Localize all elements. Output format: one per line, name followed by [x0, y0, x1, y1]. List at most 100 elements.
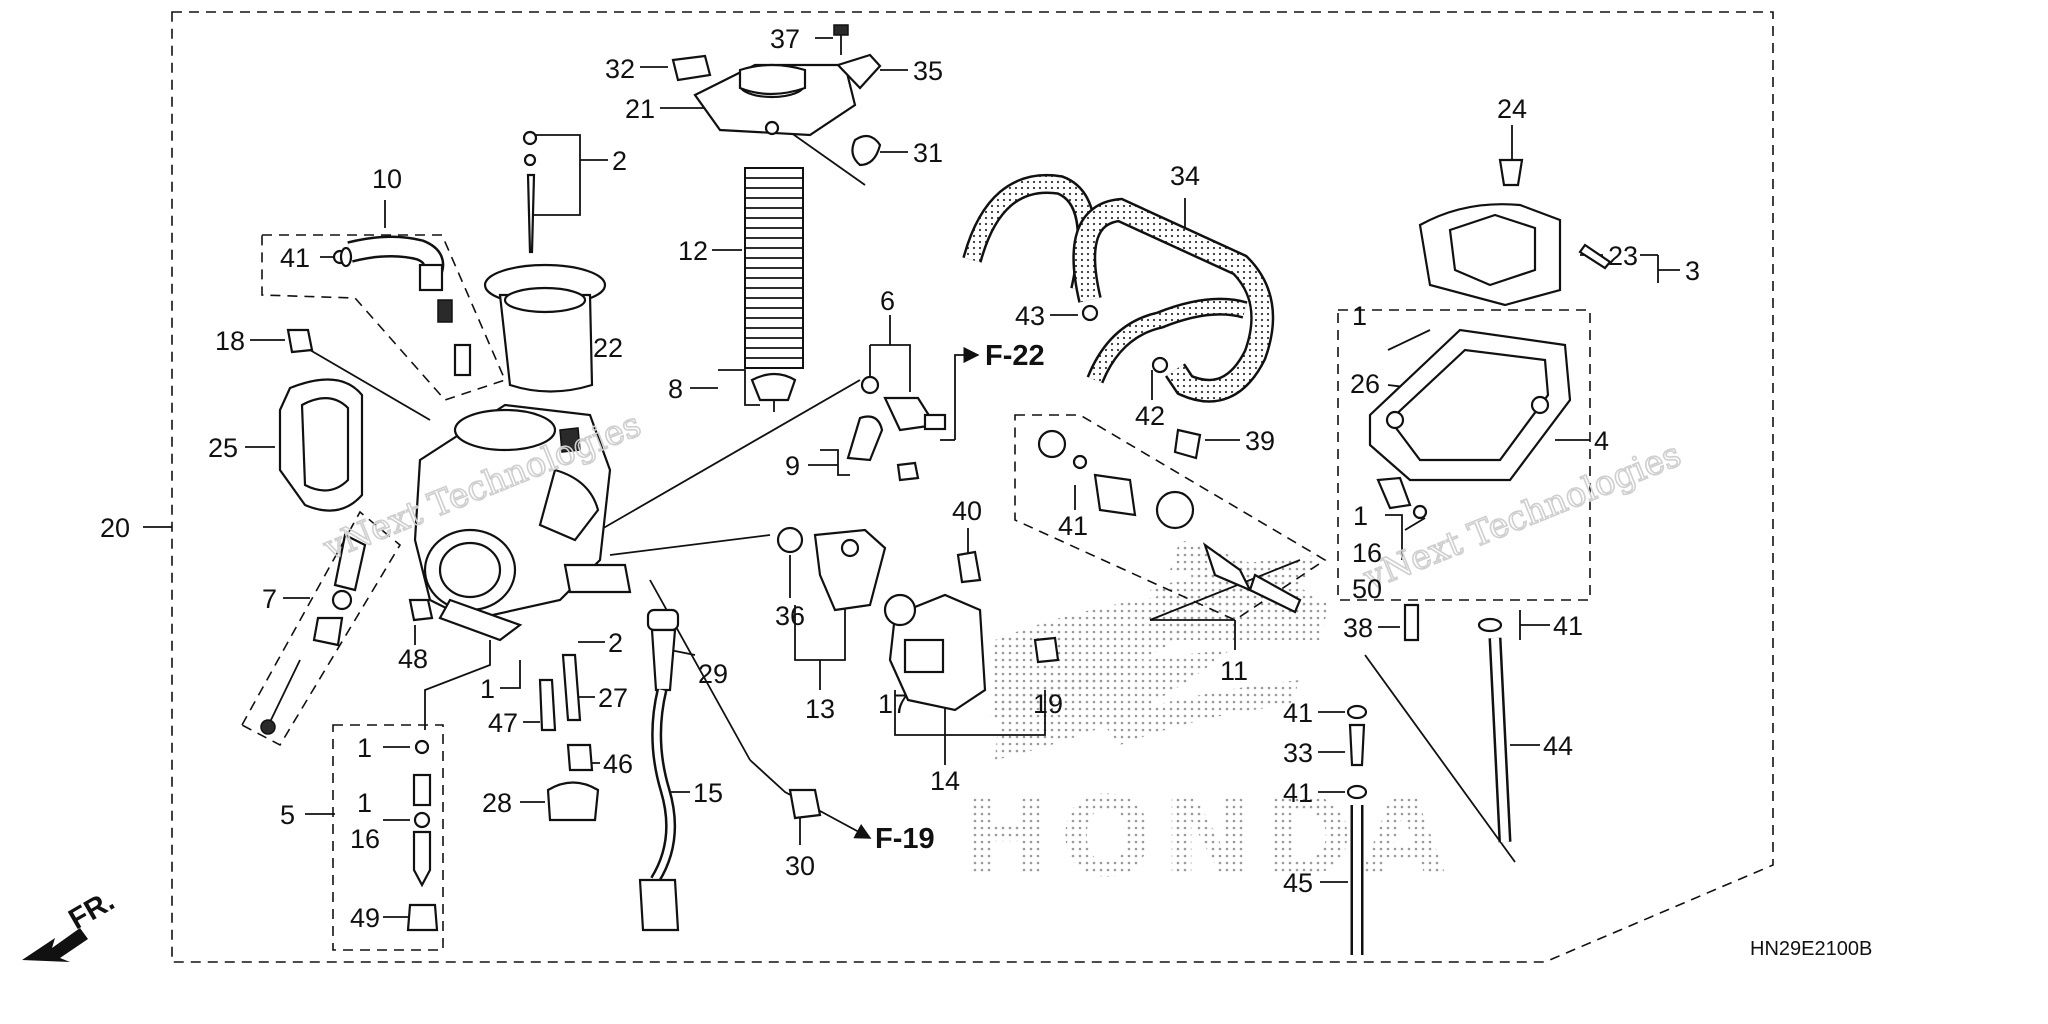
callout-10: 10	[372, 164, 402, 194]
callout-47: 47	[488, 708, 518, 738]
callout-42: 42	[1135, 401, 1165, 431]
callout-24: 24	[1497, 94, 1527, 124]
callout-43: 43	[1015, 301, 1045, 331]
sensor-14	[883, 593, 987, 712]
callout-1-d: 1	[357, 733, 372, 763]
callout-27: 27	[598, 683, 628, 713]
callout-41-e: 41	[1283, 778, 1313, 808]
float-parts-11	[1037, 429, 1302, 614]
fitting-30	[788, 788, 822, 820]
valve-6	[860, 375, 947, 432]
jet-needle-2	[522, 130, 538, 254]
callout-30: 30	[785, 851, 815, 881]
screw-38	[1403, 603, 1420, 642]
callout-19: 19	[1033, 689, 1063, 719]
callout-25: 25	[208, 433, 238, 463]
callout-9: 9	[785, 451, 800, 481]
callout-41-b: 41	[1058, 511, 1088, 541]
ref-f19: F-19	[875, 823, 935, 855]
clip-41-e	[1346, 784, 1368, 800]
dashed-groups	[240, 234, 1591, 951]
callouts: 37 32 35 21 31 2 10 41 12 22 18 8 6 25 9…	[100, 24, 1872, 960]
screw-18	[286, 328, 314, 354]
drain-screw-16	[1376, 476, 1412, 510]
callout-21: 21	[625, 94, 655, 124]
callout-8: 8	[668, 374, 683, 404]
callout-15: 15	[693, 778, 723, 808]
callout-20: 20	[100, 513, 130, 543]
clamp-42	[1151, 356, 1169, 374]
callout-26: 26	[1350, 369, 1380, 399]
front-arrow-icon	[22, 928, 88, 962]
callout-5: 5	[280, 800, 295, 830]
diaphragm-22	[483, 263, 607, 393]
joint-33	[1348, 723, 1366, 767]
float-3	[1418, 158, 1612, 307]
clip-9	[846, 415, 884, 462]
pilot-screw-7	[260, 533, 367, 735]
callout-46: 46	[603, 749, 633, 779]
vent-tube-34	[962, 173, 1275, 403]
callout-16-a: 16	[1352, 538, 1382, 568]
jet-27	[561, 653, 582, 722]
callout-22: 22	[593, 333, 623, 363]
pilot-jet-assembly-5	[406, 739, 439, 932]
float-bowl-26	[1368, 328, 1572, 482]
screw-19	[1033, 636, 1060, 664]
callout-1-e: 1	[357, 788, 372, 818]
needle-holder-8	[750, 372, 797, 402]
callout-31: 31	[913, 138, 943, 168]
callout-41-d: 41	[1283, 698, 1313, 728]
clamp-43	[1081, 304, 1099, 322]
cover-25	[278, 378, 364, 512]
throttle-part-13	[776, 526, 887, 612]
callout-48: 48	[398, 644, 428, 674]
clip-41-c	[1477, 617, 1503, 633]
callout-2-b: 2	[608, 628, 623, 658]
o-ring-50	[1412, 504, 1428, 520]
jet-46	[566, 743, 594, 772]
callout-29: 29	[698, 659, 728, 689]
carburetor-body	[413, 403, 632, 642]
screw-37	[833, 24, 849, 55]
diagram-code: HN29E2100B	[1750, 938, 1872, 960]
callout-12: 12	[678, 236, 708, 266]
hose-10	[332, 235, 472, 377]
callout-7: 7	[262, 584, 277, 614]
bracket-35	[835, 53, 882, 90]
callout-1-b: 1	[1353, 501, 1368, 531]
top-cover-part	[693, 63, 857, 137]
callout-35: 35	[913, 56, 943, 86]
callout-44: 44	[1543, 731, 1573, 761]
callout-49: 49	[350, 903, 380, 933]
callout-1-c: 1	[480, 674, 495, 704]
callout-3: 3	[1685, 256, 1700, 286]
callout-37: 37	[770, 24, 800, 54]
assembly-frame	[171, 11, 1774, 963]
callout-34: 34	[1170, 161, 1200, 191]
callout-2-top: 2	[612, 146, 627, 176]
callout-50: 50	[1352, 574, 1382, 604]
callout-17: 17	[878, 689, 908, 719]
clip-31	[851, 134, 882, 167]
clip-41-d	[1346, 704, 1368, 720]
front-label: FR.	[64, 885, 120, 936]
callout-16-b: 16	[350, 824, 380, 854]
callout-36: 36	[775, 601, 805, 631]
spring-12	[744, 167, 804, 369]
jet-47	[538, 678, 557, 732]
clip-41-a	[339, 246, 353, 268]
callout-6: 6	[880, 286, 895, 316]
screw-40	[956, 550, 982, 584]
front-direction-indicator: FR.	[22, 885, 120, 962]
callout-32: 32	[605, 54, 635, 84]
callout-38: 38	[1343, 613, 1373, 643]
callout-14: 14	[930, 766, 960, 796]
clip-32	[671, 54, 712, 82]
callout-28: 28	[482, 788, 512, 818]
callout-18: 18	[215, 326, 245, 356]
callout-11: 11	[1220, 656, 1248, 686]
callout-45: 45	[1283, 868, 1313, 898]
callout-41-a: 41	[280, 243, 310, 273]
callout-40: 40	[952, 496, 982, 526]
